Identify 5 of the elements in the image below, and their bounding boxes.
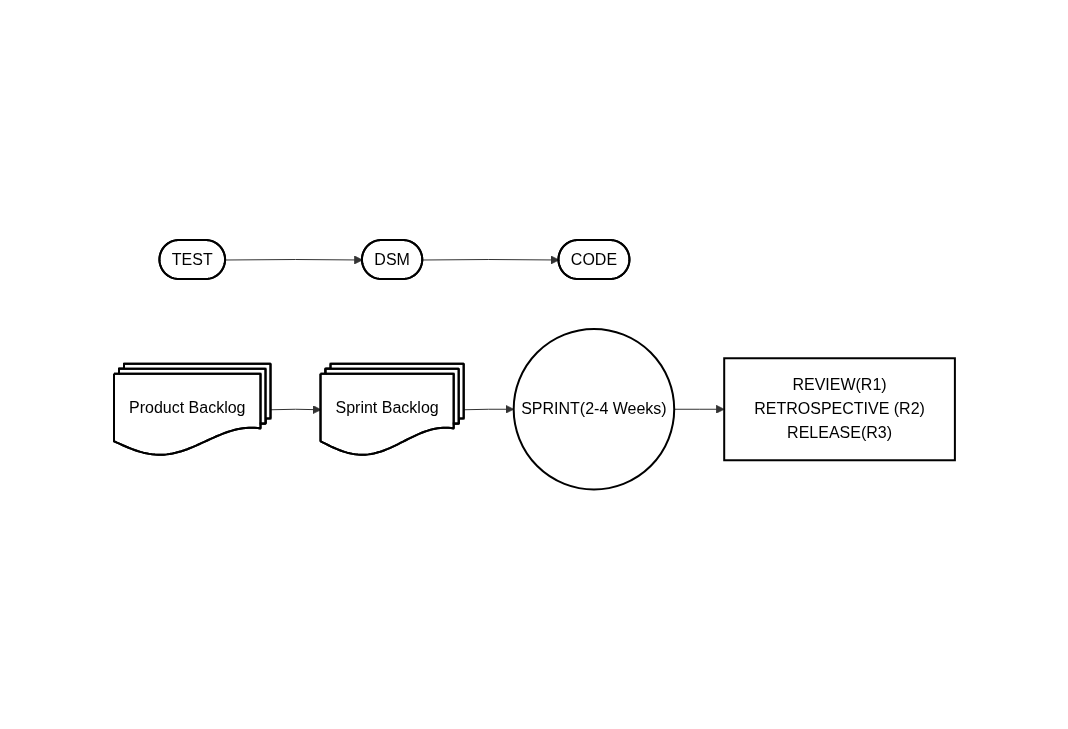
arrow — [270, 404, 321, 414]
node-circle: SPRINT(2-4 Weeks) — [512, 327, 675, 491]
node-box: REVIEW(R1) RETROSPECTIVE (R2) RELEASE(R3) — [722, 357, 956, 461]
arrow — [463, 404, 514, 414]
arrow — [421, 255, 559, 265]
